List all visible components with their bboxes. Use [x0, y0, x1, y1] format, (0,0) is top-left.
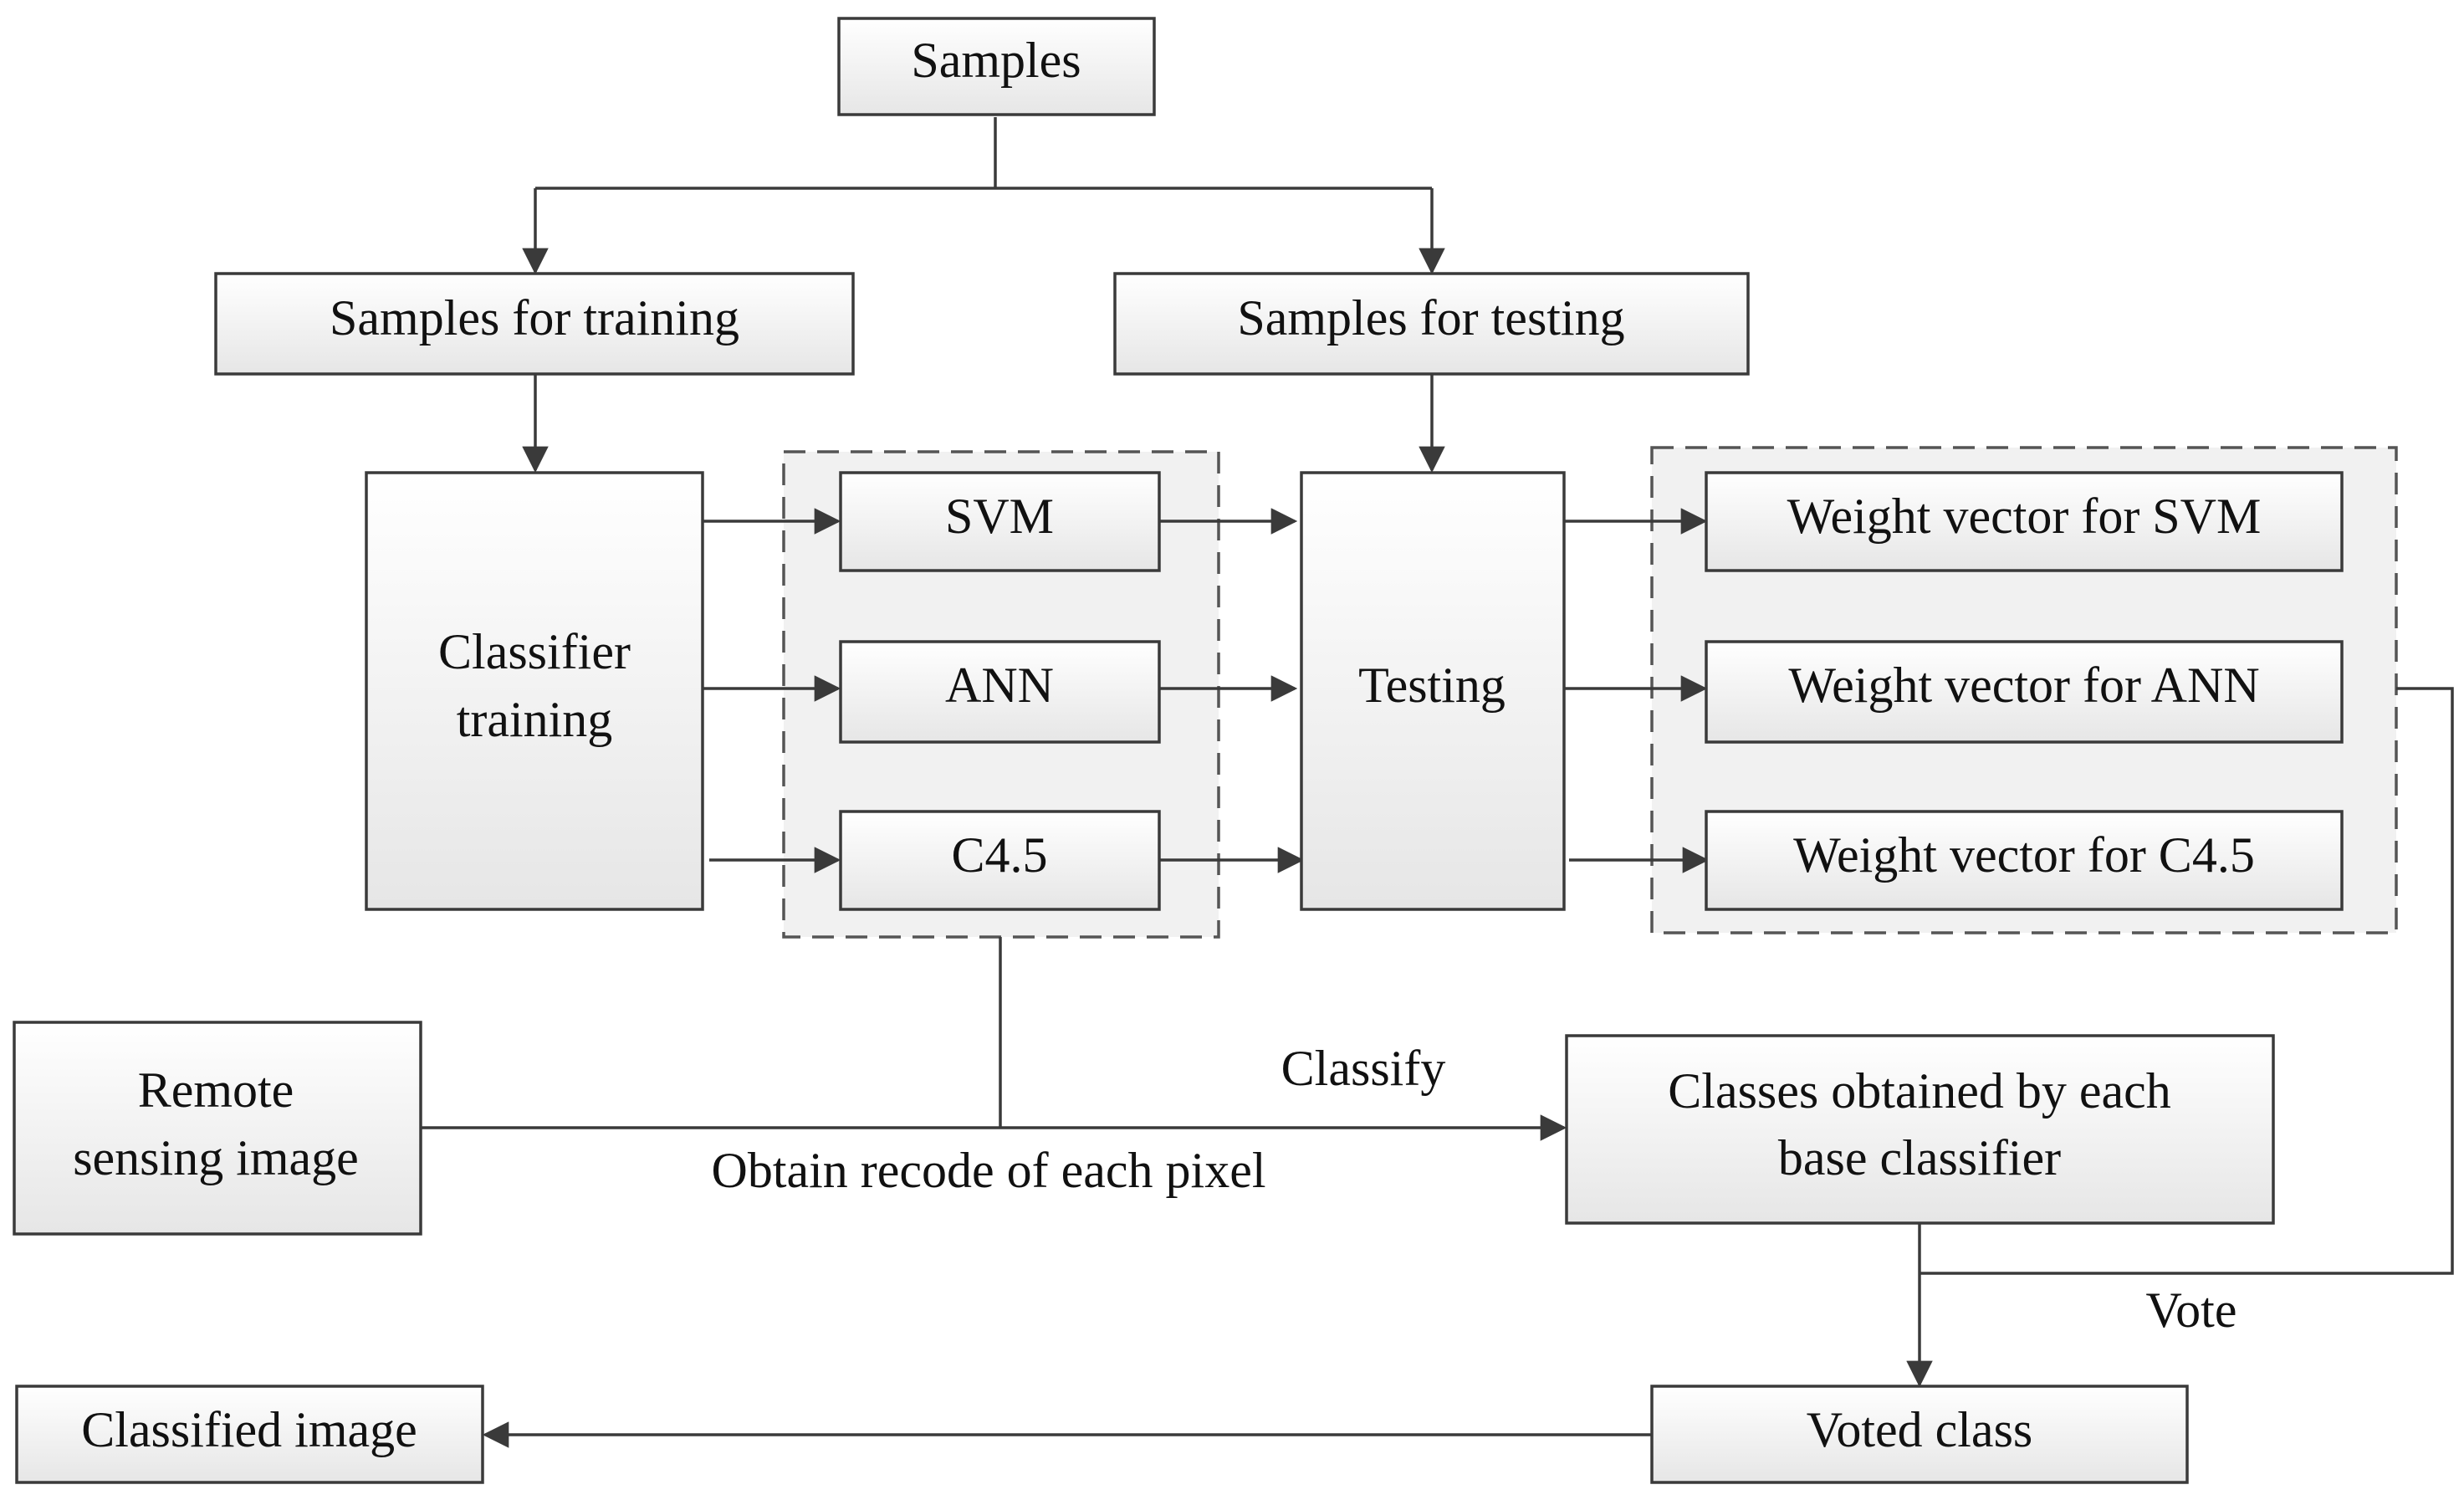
classifier-training-label-2: training	[457, 692, 613, 747]
c45-label: C4.5	[951, 827, 1047, 883]
classified-image-label: Classified image	[81, 1402, 417, 1457]
testing-label: Testing	[1358, 658, 1505, 713]
weight-c45-box	[1705, 810, 2344, 911]
ann-label: ANN	[945, 658, 1054, 713]
edge-samples-split	[535, 117, 1432, 190]
obtain-recode-label: Obtain recode of each pixel	[711, 1143, 1265, 1198]
ann-box	[839, 640, 1161, 744]
vote-label: Vote	[2146, 1282, 2237, 1338]
svm-box	[839, 471, 1161, 572]
samples-label: Samples	[911, 33, 1081, 88]
classes-obtained-box	[1565, 1034, 2275, 1225]
connectors	[421, 117, 2454, 1448]
voted-class-label: Voted class	[1807, 1402, 2033, 1457]
svm-label: SVM	[945, 489, 1054, 544]
samples-box	[837, 17, 1156, 116]
weight-ann-box	[1705, 640, 2344, 744]
classes-obtained-label-2: base classifier	[1778, 1130, 2061, 1185]
samples-testing-label: Samples for testing	[1237, 290, 1624, 346]
remote-sensing-label-2: sensing image	[73, 1130, 359, 1185]
samples-training-label: Samples for training	[330, 290, 739, 346]
weight-svm-box	[1705, 471, 2344, 572]
remote-sensing-box	[13, 1021, 422, 1236]
voted-class-box	[1650, 1385, 2189, 1484]
testing-box	[1300, 471, 1566, 911]
edge-weights-vote	[1920, 687, 2454, 1275]
c45-box	[839, 810, 1161, 911]
classifier-training-label: Classifier	[438, 624, 631, 679]
samples-training-box	[214, 272, 855, 376]
classifier-training-box	[365, 471, 704, 911]
classes-obtained-label: Classes obtained by each	[1668, 1063, 2171, 1119]
weight-c45-label: Weight vector for C4.5	[1793, 827, 2255, 883]
classified-image-box	[15, 1385, 484, 1484]
samples-testing-box	[1113, 272, 1750, 376]
weight-ann-label: Weight vector for ANN	[1788, 658, 2259, 713]
classify-label: Classify	[1281, 1041, 1446, 1096]
weight-svm-label: Weight vector for SVM	[1787, 489, 2262, 544]
remote-sensing-label: Remote	[138, 1062, 294, 1118]
